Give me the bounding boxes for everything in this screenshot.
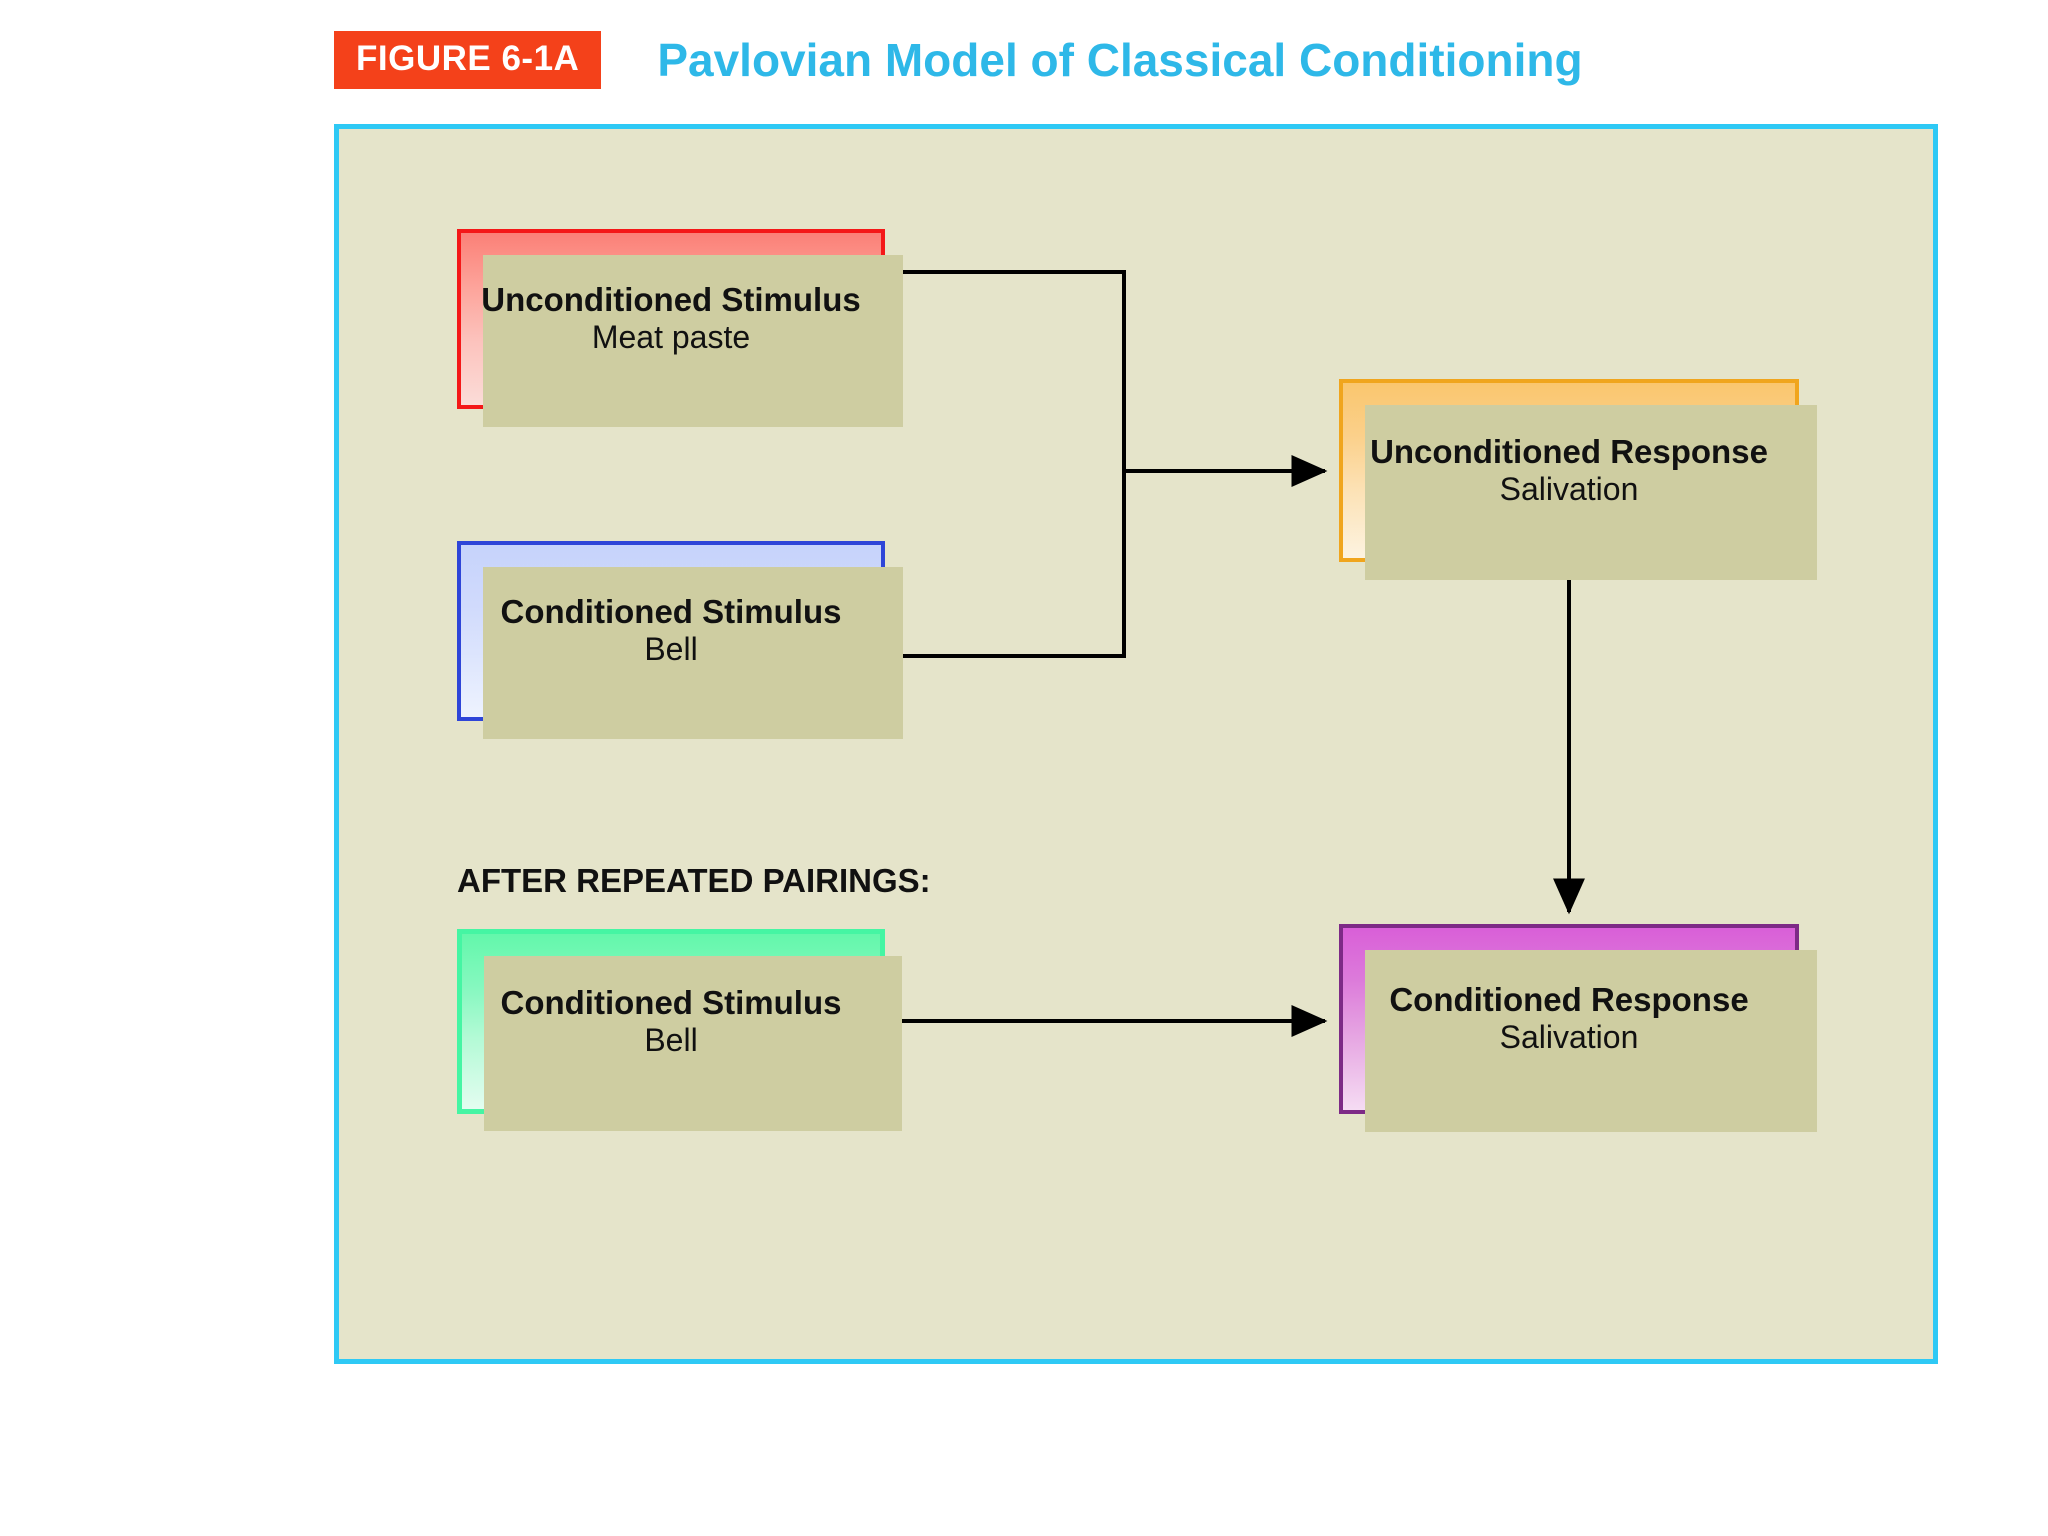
box-shadow (483, 255, 903, 427)
node-title: Unconditioned Response (1370, 432, 1768, 470)
diagram-panel: Unconditioned Stimulus Meat paste Condit… (334, 124, 1938, 1364)
node-title: Conditioned Response (1389, 981, 1749, 1019)
figure-header: FIGURE 6-1A Pavlovian Model of Classical… (334, 24, 1583, 96)
node-title: Unconditioned Stimulus (481, 281, 861, 319)
node-subtitle: Salivation (1499, 470, 1639, 507)
figure-title: Pavlovian Model of Classical Conditionin… (657, 34, 1583, 86)
node-unconditioned-response[interactable]: Unconditioned Response Salivation (1339, 379, 1817, 580)
node-unconditioned-stimulus[interactable]: Unconditioned Stimulus Meat paste (457, 229, 903, 427)
connector-cs-to-junction (885, 471, 1126, 658)
box-shadow (1365, 950, 1817, 1132)
after-repeated-pairings-label: AFTER REPEATED PAIRINGS: (457, 862, 931, 899)
node-conditioned-stimulus-before[interactable]: Conditioned Stimulus Bell (457, 541, 903, 739)
box-shadow (1365, 405, 1817, 580)
connector-us-to-junction (885, 270, 1126, 471)
node-subtitle: Bell (644, 1021, 698, 1058)
node-subtitle: Salivation (1499, 1019, 1639, 1056)
node-conditioned-stimulus-after[interactable]: Conditioned Stimulus Bell (457, 929, 902, 1131)
box-shadow (483, 567, 903, 739)
node-conditioned-response[interactable]: Conditioned Response Salivation (1339, 924, 1817, 1132)
node-title: Conditioned Stimulus (500, 983, 842, 1021)
connector-layer (885, 270, 1585, 1037)
node-title: Conditioned Stimulus (500, 593, 842, 631)
figure-number-badge: FIGURE 6-1A (334, 31, 602, 89)
node-subtitle: Bell (644, 631, 698, 668)
box-shadow (484, 956, 902, 1131)
node-subtitle: Meat paste (591, 319, 751, 356)
